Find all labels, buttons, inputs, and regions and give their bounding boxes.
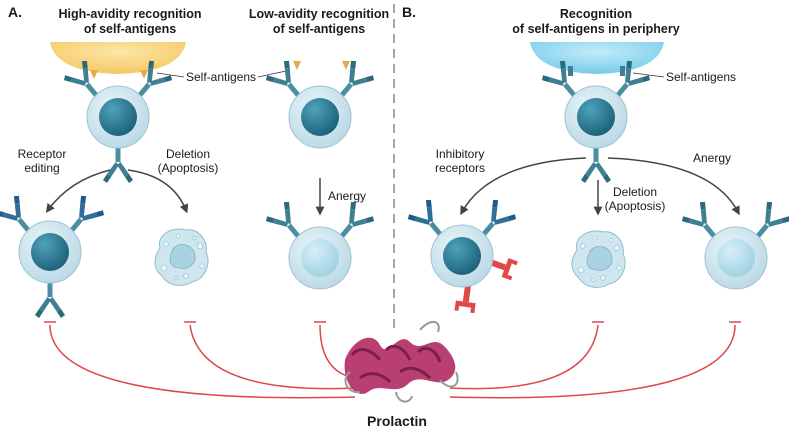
panel-a-low-title-line2: of self-antigens (273, 22, 365, 36)
receptor-stub (568, 66, 573, 76)
b-cell-inhibited (406, 197, 518, 314)
prolactin-label: Prolactin (367, 413, 427, 429)
b-cell-anergic-b (680, 199, 789, 290)
panel-a-high-title-line2: of self-antigens (84, 22, 176, 36)
inhibition-line (49, 324, 356, 399)
apoptotic-cell-b (571, 230, 626, 288)
arrow-anergy-b (607, 157, 740, 216)
panel-b-letter: B. (402, 4, 416, 20)
deletion-a-line1: Deletion (166, 147, 210, 161)
apc-cell-yellow (50, 42, 186, 74)
inhibition-line (449, 324, 736, 399)
arrow-deletion-a (127, 169, 189, 214)
deletion-b-line2: (Apoptosis) (605, 199, 666, 213)
self-antigen-marker (342, 61, 350, 70)
panel-a-low-title-line1: Low-avidity recognition (249, 7, 389, 21)
receptor-editing-line2: editing (24, 161, 59, 175)
anergy-b-label: Anergy (693, 151, 731, 165)
self-antigen-marker (293, 61, 301, 70)
apc-cell-blue (530, 42, 664, 74)
receptor-editing-line1: Receptor (18, 147, 67, 161)
inhibitory-receptors-line2: receptors (435, 161, 485, 175)
inhibition-line (189, 324, 356, 390)
self-antigen-marker (140, 70, 148, 79)
panel-a-high-title-line1: High-avidity recognition (58, 7, 201, 21)
b-cell-anergic-a (264, 199, 376, 290)
apoptotic-cell-a (154, 228, 209, 286)
arrow-inhibitory (460, 157, 587, 216)
self-antigens-label-a: Self-antigens (186, 70, 256, 84)
deletion-b-line1: Deletion (613, 185, 657, 199)
receptor-stub (620, 66, 625, 76)
b-cell-edited (0, 193, 106, 318)
self-antigens-label-b: Self-antigens (666, 70, 736, 84)
deletion-a-line2: (Apoptosis) (158, 161, 219, 175)
inhibitory-receptors-line1: Inhibitory (436, 147, 485, 161)
self-antigen-marker (90, 70, 98, 79)
panel-a-letter: A. (8, 4, 22, 20)
prolactin-protein (344, 321, 459, 403)
b-cell-peripheral (540, 58, 652, 183)
panel-b-title-line1: Recognition (560, 7, 632, 21)
arrow-receptor-editing (45, 169, 111, 213)
anergy-a-label: Anergy (328, 189, 366, 203)
panel-b-title-line2: of self-antigens in periphery (512, 22, 679, 36)
inhibition-line (449, 324, 599, 390)
